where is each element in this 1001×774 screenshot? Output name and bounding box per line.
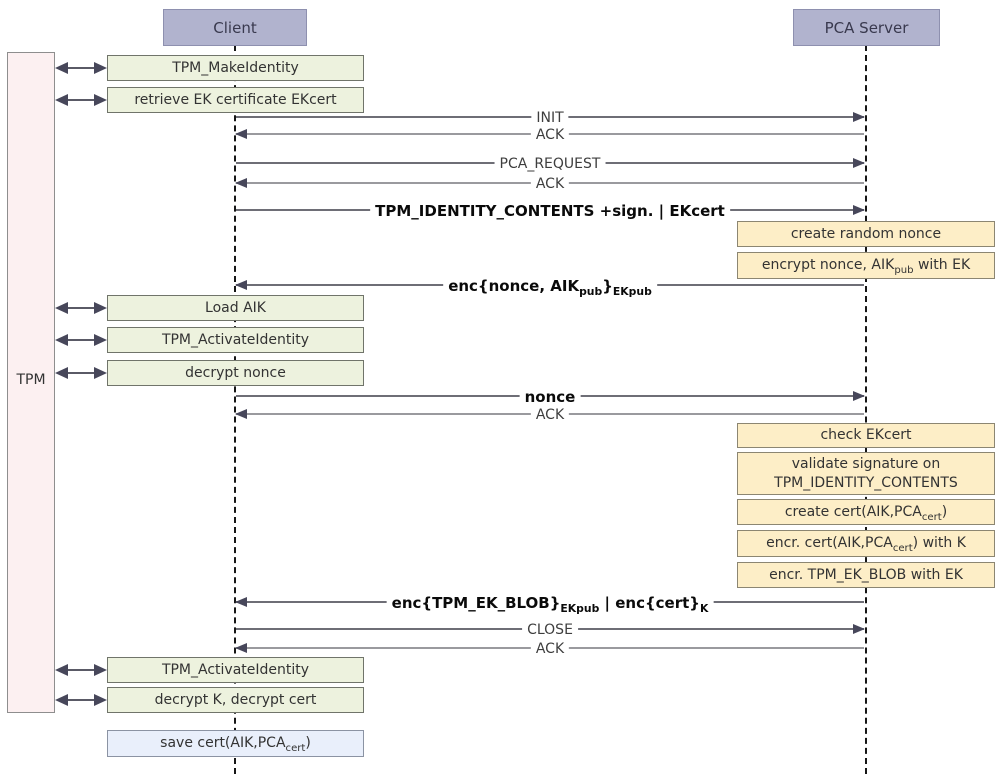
pca-action-encr-cert: encr. cert(AIK,PCAcert) with K <box>737 530 995 557</box>
action-label: check EKcert <box>820 427 912 444</box>
action-save-cert: save cert(AIK,PCAcert) <box>107 730 364 757</box>
message-label: enc{TPM_EK_BLOB}EKpub | enc{cert}K <box>386 594 714 614</box>
arrowhead-left-icon <box>55 93 68 106</box>
action-label: save cert(AIK,PCAcert) <box>160 735 311 755</box>
action-load-aik: Load AIK <box>107 295 364 321</box>
action-decrypt-nonce: decrypt nonce <box>107 360 364 386</box>
action-label: encr. TPM_EK_BLOB with EK <box>769 566 963 583</box>
pca-action-encr-blob: encr. TPM_EK_BLOB with EK <box>737 562 995 588</box>
action-decrypt-k-cert: decrypt K, decrypt cert <box>107 687 364 713</box>
arrowhead-right-icon <box>94 61 107 74</box>
actor-pca-server: PCA Server <box>793 9 940 46</box>
action-label: TPM_ActivateIdentity <box>161 661 310 678</box>
arrowhead-left-icon <box>235 177 247 188</box>
actor-pca-server-label: PCA Server <box>824 18 909 37</box>
action-label: TPM_ActivateIdentity <box>161 331 310 348</box>
double-arrow-bar <box>63 339 99 341</box>
arrowhead-right-icon <box>94 301 107 314</box>
arrowhead-right-icon <box>853 111 865 122</box>
arrowhead-left-icon <box>55 301 68 314</box>
double-arrow-bar <box>63 699 99 701</box>
arrowhead-right-icon <box>94 93 107 106</box>
arrowhead-left-icon <box>55 693 68 706</box>
arrowhead-right-icon <box>853 390 865 401</box>
pca-action-validate-signature: validate signature on TPM_IDENTITY_CONTE… <box>737 452 995 495</box>
arrowhead-left-icon <box>235 408 247 419</box>
arrowhead-left-icon <box>235 279 247 290</box>
action-label: create random nonce <box>790 225 942 242</box>
message-label: TPM_IDENTITY_CONTENTS +sign. | EKcert <box>370 202 730 220</box>
tpm-label: TPM <box>16 372 46 388</box>
message-label: ACK <box>530 176 570 192</box>
arrowhead-left-icon <box>55 366 68 379</box>
arrowhead-left-icon <box>55 333 68 346</box>
double-arrow-bar <box>63 307 99 309</box>
action-label: retrieve EK certificate EKcert <box>134 91 337 108</box>
double-arrow-bar <box>63 99 99 101</box>
action-tpm-activateidentity-2: TPM_ActivateIdentity <box>107 657 364 683</box>
actor-client: Client <box>163 9 307 46</box>
pca-server-lifeline <box>865 45 867 774</box>
pca-action-check-ekcert: check EKcert <box>737 423 995 448</box>
action-label: create cert(AIK,PCAcert) <box>784 503 948 523</box>
arrowhead-right-icon <box>94 366 107 379</box>
action-label: decrypt K, decrypt cert <box>154 691 317 708</box>
action-tpm-activateidentity-1: TPM_ActivateIdentity <box>107 327 364 353</box>
action-label: Load AIK <box>205 299 266 316</box>
double-arrow-bar <box>63 372 99 374</box>
arrowhead-right-icon <box>853 157 865 168</box>
arrowhead-right-icon <box>94 693 107 706</box>
arrowhead-left-icon <box>235 596 247 607</box>
tpm-box <box>7 52 55 713</box>
arrowhead-right-icon <box>853 623 865 634</box>
actor-client-label: Client <box>213 18 257 37</box>
arrowhead-right-icon <box>94 333 107 346</box>
action-label: validate signature on TPM_IDENTITY_CONTE… <box>774 456 958 491</box>
arrowhead-right-icon <box>94 663 107 676</box>
action-label: encrypt nonce, AIKpub with EK <box>761 257 971 277</box>
message-label: enc{nonce, AIKpub}EKpub <box>443 277 657 297</box>
arrowhead-left-icon <box>55 61 68 74</box>
action-retrieve-ekcert: retrieve EK certificate EKcert <box>107 87 364 113</box>
double-arrow-bar <box>63 669 99 671</box>
message-label: ACK <box>530 407 570 423</box>
action-label: encr. cert(AIK,PCAcert) with K <box>766 535 966 555</box>
arrowhead-left-icon <box>235 128 247 139</box>
action-label: decrypt nonce <box>185 364 286 381</box>
action-label: TPM_MakeIdentity <box>172 59 299 76</box>
pca-action-encrypt-nonce: encrypt nonce, AIKpub with EK <box>737 252 995 279</box>
message-label: PCA_REQUEST <box>494 156 606 172</box>
message-label: nonce <box>519 388 581 406</box>
arrowhead-left-icon <box>235 642 247 653</box>
message-label: INIT <box>531 110 569 126</box>
pca-action-create-nonce: create random nonce <box>737 221 995 247</box>
message-label: CLOSE <box>522 622 578 638</box>
message-label: ACK <box>530 641 570 657</box>
arrowhead-left-icon <box>55 663 68 676</box>
action-tpm-makeidentity: TPM_MakeIdentity <box>107 55 364 81</box>
double-arrow-bar <box>63 67 99 69</box>
arrowhead-right-icon <box>853 204 865 215</box>
message-label: ACK <box>530 127 570 143</box>
pca-action-create-cert: create cert(AIK,PCAcert) <box>737 499 995 525</box>
